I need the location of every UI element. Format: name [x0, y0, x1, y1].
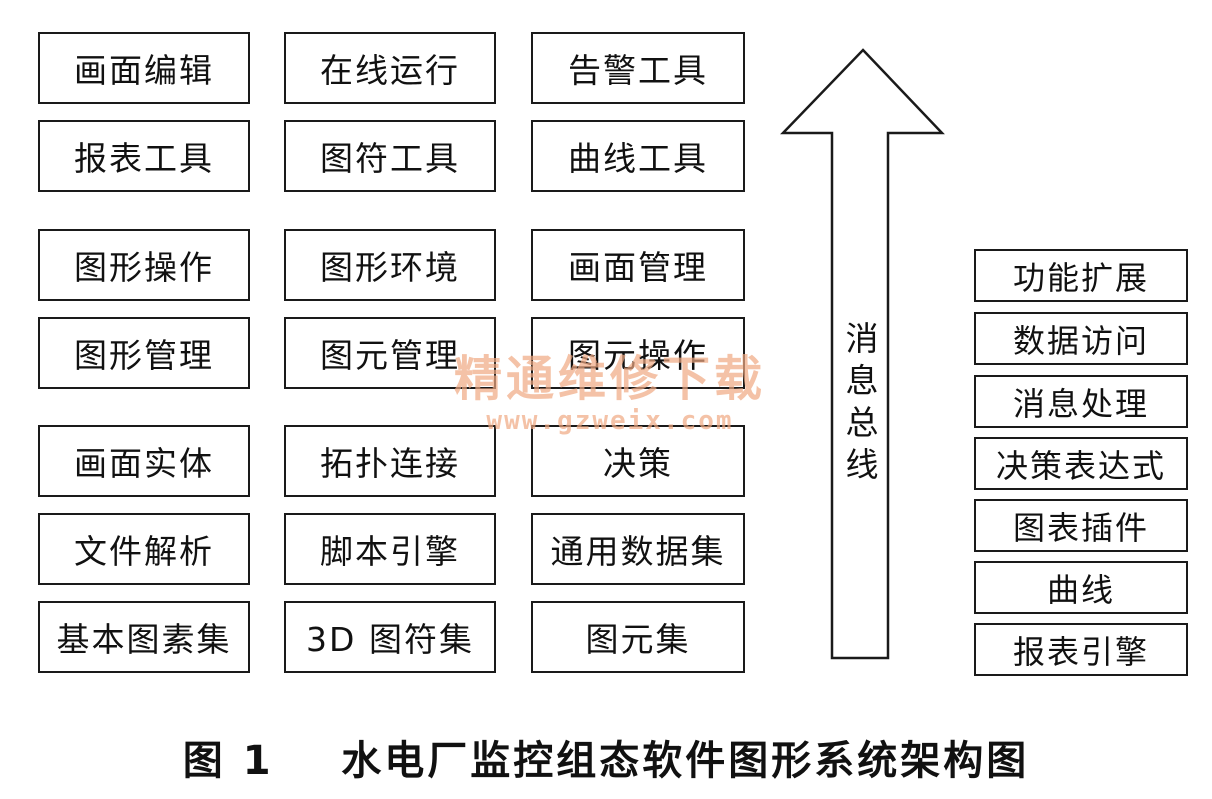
module-box: 3D 图符集	[284, 601, 496, 673]
message-bus-arrow	[780, 48, 945, 660]
module-box: 画面编辑	[38, 32, 250, 104]
extension-box: 数据访问	[974, 312, 1188, 365]
module-box: 基本图素集	[38, 601, 250, 673]
module-box: 图符工具	[284, 120, 496, 192]
module-box: 脚本引擎	[284, 513, 496, 585]
module-box: 图元集	[531, 601, 745, 673]
module-box: 拓扑连接	[284, 425, 496, 497]
extension-box: 图表插件	[974, 499, 1188, 552]
module-box: 通用数据集	[531, 513, 745, 585]
module-box: 决策	[531, 425, 745, 497]
module-box: 在线运行	[284, 32, 496, 104]
extension-box: 功能扩展	[974, 249, 1188, 302]
module-box: 图元管理	[284, 317, 496, 389]
module-box: 画面实体	[38, 425, 250, 497]
module-box: 图元操作	[531, 317, 745, 389]
module-box: 告警工具	[531, 32, 745, 104]
module-box: 画面管理	[531, 229, 745, 301]
arrow-shape	[780, 48, 945, 660]
extension-box: 决策表达式	[974, 437, 1188, 490]
module-box: 文件解析	[38, 513, 250, 585]
figure-caption: 图 1 水电厂监控组态软件图形系统架构图	[182, 738, 1030, 784]
module-box: 图形操作	[38, 229, 250, 301]
module-box: 图形环境	[284, 229, 496, 301]
extension-box: 曲线	[974, 561, 1188, 614]
module-box: 曲线工具	[531, 120, 745, 192]
module-box: 报表工具	[38, 120, 250, 192]
extension-box: 消息处理	[974, 375, 1188, 428]
module-box: 图形管理	[38, 317, 250, 389]
extension-box: 报表引擎	[974, 623, 1188, 676]
message-bus-label: 消息总线	[845, 319, 879, 484]
